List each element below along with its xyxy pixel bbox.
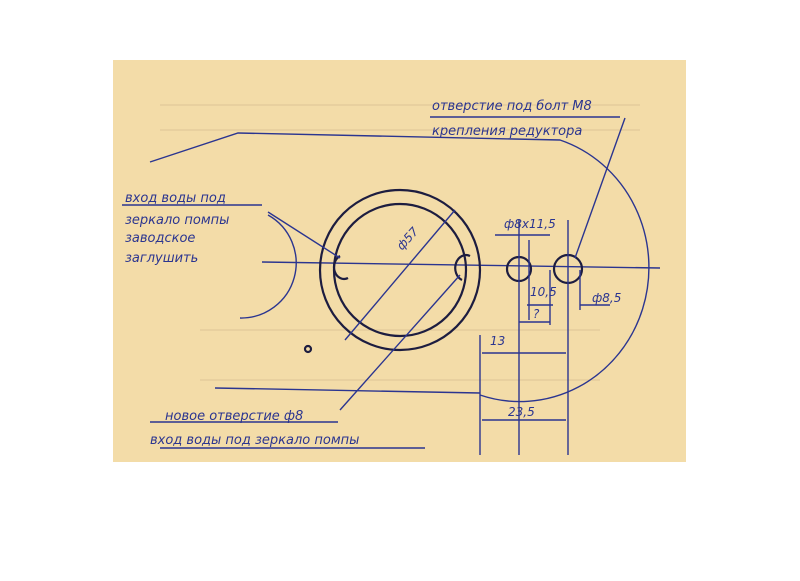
- water-inlet-label-1: вход воды под: [125, 191, 226, 206]
- outer-circle: [318, 188, 482, 352]
- dim-slot: ф8х11,5: [504, 217, 556, 231]
- paper-sheet: [113, 60, 686, 462]
- part-outline: [149, 132, 661, 403]
- dim-13: 13: [490, 334, 505, 348]
- dim-hole-diameter: ф8,5: [592, 291, 621, 305]
- dim-unknown: ?: [533, 307, 540, 321]
- dimension-lines: [122, 116, 626, 455]
- small-mark: [303, 344, 313, 354]
- bolt-hole-label-2: крепления редуктора: [432, 124, 582, 139]
- water-inlet-label-2: зеркало помпы: [125, 213, 229, 228]
- dim-gap: 10,5: [530, 285, 557, 299]
- water-inlet-label-4: заглушить: [125, 251, 198, 266]
- water-inlet-label-3: заводское: [125, 231, 195, 246]
- new-hole-label-1: новое отверстие ф8: [165, 409, 303, 424]
- new-hole-label-2: вход воды под зеркало помпы: [150, 433, 359, 448]
- old-inlet-hole: [332, 255, 349, 281]
- printed-form-background: [160, 104, 640, 381]
- bolt-hole-label-1: отверстие под болт М8: [432, 99, 592, 114]
- dim-23-5: 23,5: [508, 405, 535, 419]
